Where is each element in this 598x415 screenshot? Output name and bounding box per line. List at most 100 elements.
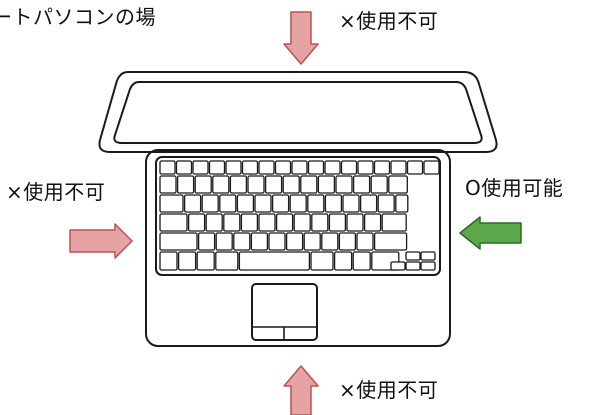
keyboard-key [370, 175, 388, 194]
keyboard-key [352, 251, 371, 271]
keyboard-key [271, 194, 290, 213]
keyboard-key [340, 160, 358, 175]
keyboard-key [282, 175, 300, 194]
right-usage-label: O使用可能 [465, 176, 564, 200]
keyboard-key [177, 251, 197, 271]
keyboard-key [310, 251, 334, 271]
keyboard-key [307, 194, 325, 213]
keyboard-key [356, 232, 374, 251]
keyboard-key [205, 213, 223, 232]
keyboard-key [395, 194, 409, 213]
keyboard-key [293, 213, 311, 232]
keyboard-key [247, 175, 265, 194]
keyboard-key [420, 251, 436, 261]
keyboard-key [300, 175, 318, 194]
laptop-lid-outer [98, 71, 498, 153]
keyboard-key [328, 213, 347, 232]
keyboard-key [390, 160, 407, 175]
keyboard-key [159, 213, 188, 232]
bottom-usage-label: ×使用不可 [339, 378, 439, 402]
keyboard-icon [159, 160, 440, 271]
keyboard-key [324, 160, 341, 175]
keyboard-key [311, 213, 329, 232]
keyboard-key [159, 194, 184, 213]
keyboard-key [223, 213, 241, 232]
keyboard-key [405, 261, 421, 271]
keyboard-key [420, 261, 436, 271]
keyboard-key [303, 232, 321, 251]
keyboard-key [423, 160, 440, 175]
keyboard-key [390, 261, 406, 271]
keyboard-key [159, 175, 177, 194]
keyboard-key [307, 160, 325, 175]
keyboard-key [241, 160, 259, 175]
laptop-icon [98, 71, 498, 347]
bottom-blocked-arrow [283, 365, 319, 415]
keyboard-key [352, 175, 371, 194]
keyboard-key [229, 175, 248, 194]
keyboard-key [159, 251, 178, 271]
keyboard-key [373, 232, 408, 251]
keyboard-key [201, 194, 219, 213]
top-usage-label: ×使用不可 [339, 9, 439, 33]
keyboard-key [212, 175, 230, 194]
keyboard-tray [155, 156, 441, 276]
keyboard-key [250, 232, 269, 251]
keyboard-key [238, 251, 311, 271]
left-usage-label: ×使用不可 [6, 180, 106, 204]
keyboard-key [194, 175, 212, 194]
keyboard-key [159, 160, 176, 175]
keyboard-key [240, 213, 259, 232]
keyboard-key [258, 213, 276, 232]
diagram-title: ートパソコンの場 [0, 5, 156, 29]
keyboard-key [377, 194, 395, 213]
top-blocked-arrow [283, 11, 319, 65]
keyboard-key [405, 251, 421, 261]
keyboard-key [335, 175, 353, 194]
laptop-screen [113, 81, 483, 144]
keyboard-key [197, 232, 216, 251]
keyboard-key [219, 194, 237, 213]
keyboard-key [254, 194, 272, 213]
keyboard-key [192, 160, 209, 175]
keyboard-key [388, 175, 408, 194]
keyboard-key [215, 232, 233, 251]
keyboard-key [363, 213, 382, 232]
keyboard-key [159, 232, 198, 251]
keyboard-key [289, 194, 307, 213]
keyboard-key [359, 194, 378, 213]
keyboard-key [373, 160, 391, 175]
keyboard-key [236, 194, 255, 213]
keyboard-key [291, 160, 308, 175]
keyboard-key [321, 232, 339, 251]
keyboard-key [346, 213, 364, 232]
keyboard-key [176, 175, 195, 194]
keyboard-key [285, 232, 304, 251]
keyboard-key [357, 160, 374, 175]
keyboard-key [233, 232, 251, 251]
keyboard-key [187, 213, 206, 232]
keyboard-key [264, 175, 283, 194]
keyboard-key [317, 175, 336, 194]
keyboard-key [183, 194, 202, 213]
keyboard-key [338, 232, 357, 251]
keyboard-key [268, 232, 286, 251]
laptop-base [145, 149, 451, 347]
keyboard-key [215, 251, 239, 271]
keyboard-key [342, 194, 360, 213]
keyboard-key [324, 194, 343, 213]
keyboard-key [333, 251, 353, 271]
keyboard-key [381, 213, 407, 232]
keyboard-key [406, 160, 424, 175]
right-allowed-arrow [459, 216, 522, 250]
keyboard-key [208, 160, 226, 175]
keyboard-key [274, 160, 292, 175]
touchpad-icon [251, 283, 318, 341]
keyboard-key [196, 251, 215, 271]
keyboard-key [225, 160, 242, 175]
keyboard-key [275, 213, 294, 232]
keyboard-key [175, 160, 193, 175]
left-blocked-arrow [69, 223, 133, 259]
